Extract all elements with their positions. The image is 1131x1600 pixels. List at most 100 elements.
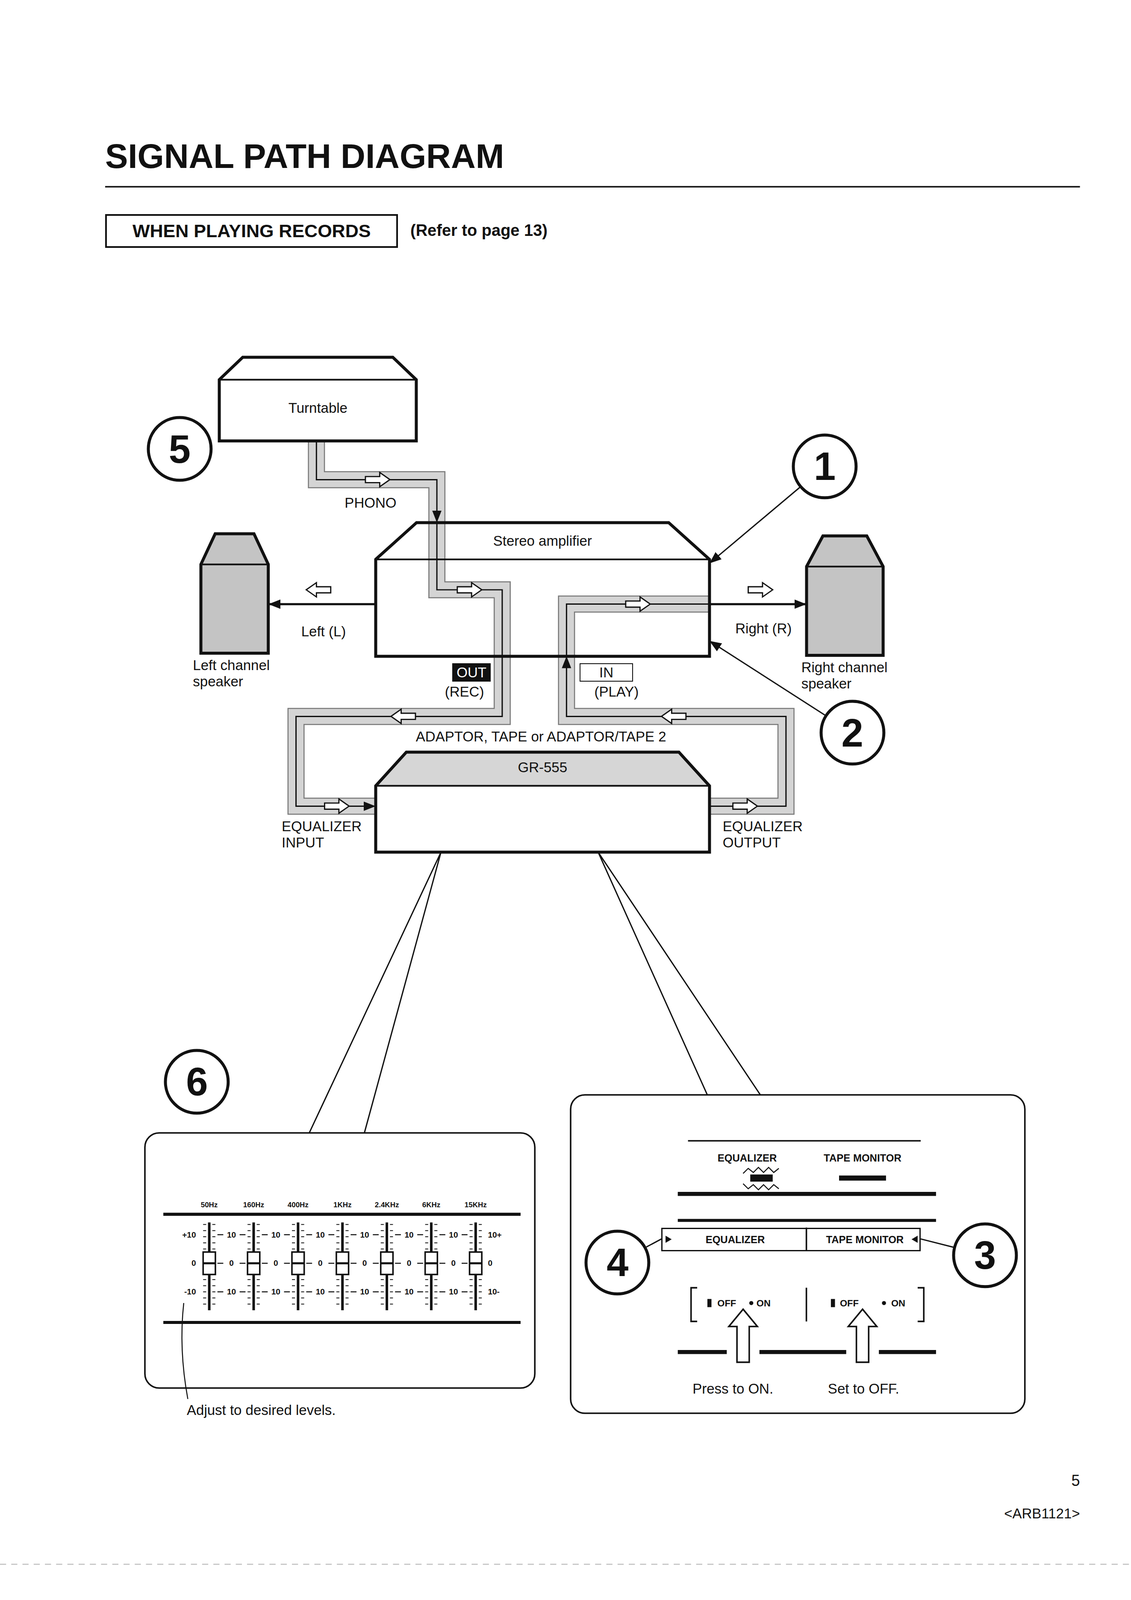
panel-outline [144, 1133, 535, 1389]
callout-circle [165, 1050, 229, 1114]
fader-slider [380, 1230, 384, 1232]
fader-slider [203, 1252, 216, 1276]
callout-number: 3 [952, 1222, 1018, 1289]
fader-slider [336, 1262, 349, 1265]
switch-panel-lines [691, 1287, 924, 1322]
connector-stroke [920, 1239, 954, 1248]
slider-panel-lines [182, 1303, 189, 1400]
panel-marking: 10 [226, 1230, 236, 1240]
switch-panel-lines [743, 1167, 780, 1174]
panel-marking: 10 [448, 1230, 458, 1240]
fader-slider [380, 1236, 384, 1238]
signal-direction-arrow [748, 582, 773, 597]
connector-stroke [309, 852, 442, 1134]
fader-slider [300, 1248, 304, 1250]
fader-slider [291, 1252, 305, 1276]
switch-panel-lines [707, 1299, 712, 1308]
fader-slider [336, 1224, 340, 1226]
fader-slider [389, 1291, 393, 1293]
fader-slider [372, 1234, 379, 1236]
fader-slider [380, 1291, 384, 1293]
fader-slider [256, 1236, 260, 1238]
top-face [375, 752, 710, 787]
fader-slider [380, 1285, 384, 1287]
fader-slider [345, 1291, 349, 1293]
fader-slider [291, 1230, 295, 1232]
fader-slider [291, 1224, 295, 1226]
fader-slider [336, 1236, 340, 1238]
top-face [219, 357, 417, 380]
fader-slider [203, 1291, 207, 1293]
fader-slider [212, 1236, 216, 1238]
fader-slider [461, 1263, 468, 1264]
fader-slider [247, 1262, 260, 1265]
fader-slider [300, 1230, 304, 1232]
slider-panel-lines [163, 1214, 521, 1400]
switch-panel-lines [677, 1350, 937, 1355]
panel-marking: 10 [271, 1230, 281, 1240]
connector-line [309, 852, 442, 1134]
fader-slider [469, 1262, 483, 1265]
top-face [375, 522, 710, 560]
callout-circle [148, 417, 212, 481]
fader-slider [478, 1248, 482, 1250]
fader-slider [262, 1263, 269, 1264]
fader-slider [469, 1279, 473, 1281]
panel-marking: 10 [226, 1287, 236, 1297]
fader-slider [345, 1297, 349, 1299]
fader-slider [425, 1285, 429, 1287]
fader-slider [394, 1291, 401, 1293]
fader-slider [328, 1291, 335, 1293]
panel-marking: 0 [487, 1259, 493, 1269]
node-label: OUT [456, 664, 487, 681]
fader-slider [345, 1224, 349, 1226]
fader-slider [461, 1291, 468, 1293]
callout-number: 2 [841, 713, 863, 753]
fader-slider [247, 1285, 251, 1287]
fader-slider [256, 1297, 260, 1299]
switch-panel-lines [665, 1236, 672, 1244]
left-speaker-outline [200, 533, 269, 654]
panel-marking: 10 [271, 1287, 281, 1297]
fader-slider [389, 1248, 393, 1250]
fader-slider [478, 1291, 482, 1293]
fader-slider [380, 1224, 384, 1226]
fader-slider [291, 1291, 295, 1293]
fader-slider [300, 1224, 304, 1226]
fader-slider [478, 1236, 482, 1238]
callout-number: 5 [147, 416, 213, 482]
fader-slider [345, 1285, 349, 1287]
page-edge-line [0, 1563, 1131, 1565]
top-face [806, 536, 884, 567]
fader-slider [306, 1263, 313, 1264]
callout-number: 4 [606, 1242, 629, 1283]
switch-panel-lines [881, 1301, 887, 1306]
signal-direction-arrow [324, 799, 349, 814]
fader-slider [394, 1234, 401, 1236]
node-label: Right channel speaker [801, 659, 904, 693]
panel-marking: 0 [191, 1259, 197, 1269]
fader-slider [389, 1304, 393, 1305]
fader-slider [389, 1279, 393, 1281]
callout-number: 6 [185, 1062, 208, 1102]
signal-direction-arrow [625, 597, 651, 612]
fader-slider [469, 1304, 473, 1305]
connector-stroke [316, 441, 437, 523]
fader-slider [478, 1304, 482, 1305]
panel-marking: 10 [315, 1287, 325, 1297]
fader-slider [478, 1285, 482, 1287]
fader-slider [434, 1279, 438, 1281]
switch-panel-lines [677, 1192, 937, 1197]
fader-slider [434, 1304, 438, 1305]
panel-marking: 10 [404, 1230, 414, 1240]
fader-slider [300, 1236, 304, 1238]
fader-slider [291, 1285, 295, 1287]
connector-stroke [646, 1239, 662, 1248]
front-face [219, 379, 417, 441]
fader-slider [256, 1248, 260, 1250]
fader-slider [212, 1230, 216, 1232]
fader-slider [291, 1304, 295, 1305]
panel-marking: +10 [182, 1230, 196, 1240]
fader-slider [291, 1262, 305, 1265]
fader-slider [239, 1263, 246, 1264]
